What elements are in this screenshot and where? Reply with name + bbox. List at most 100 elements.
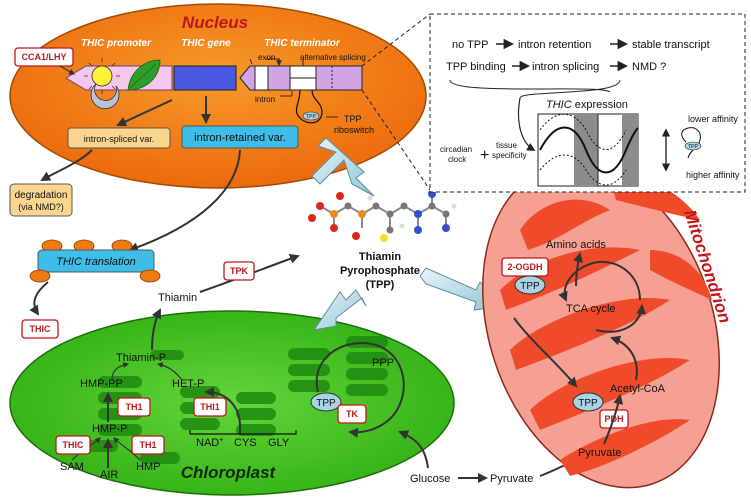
cca1-lhy-badge xyxy=(14,47,74,67)
lower-affinity: lower affinity xyxy=(688,114,738,124)
cca1-lhy-label: CCA1/LHY xyxy=(21,52,66,62)
inset-panel: no TPP intron retention stable transcrip… xyxy=(429,13,746,193)
glucose-label: Glucose xyxy=(410,473,450,485)
tpp-pdh-oval xyxy=(572,392,604,412)
translation-label: THIC translation xyxy=(56,256,135,268)
tk-badge xyxy=(337,404,367,424)
row2-b: intron splicing xyxy=(532,61,599,73)
thic-cyto-label: THIC xyxy=(30,324,51,334)
tpp-ogdh-label: TPP xyxy=(520,281,540,292)
plus-sign: + xyxy=(480,147,489,164)
nad-sup: + xyxy=(219,437,223,444)
tpp-tk-label: TPP xyxy=(316,398,336,409)
circadian-2: clock xyxy=(448,155,467,164)
sam-label: SAM xyxy=(60,461,84,473)
pyruvate-cyto-label: Pyruvate xyxy=(490,473,533,485)
tpp-line3: (TPP) xyxy=(366,279,395,291)
th1-a-badge xyxy=(117,397,151,417)
promoter-label: THIC promoter xyxy=(81,38,152,49)
ppp-label: PPP xyxy=(372,357,394,369)
tk-label: TK xyxy=(346,409,358,419)
thiamin-p-label: Thiamin-P xyxy=(116,352,166,364)
intron-label: intron xyxy=(255,95,275,104)
exon-block-1 xyxy=(254,65,269,91)
tpp-ogdh-oval xyxy=(514,275,546,295)
exon-block-3 xyxy=(289,77,317,91)
chloroplast-title: Chloroplast xyxy=(181,463,277,482)
tpp-tk-oval xyxy=(310,392,342,412)
row1-b: intron retention xyxy=(518,39,591,51)
sun-icon xyxy=(84,58,120,94)
row2-c: NMD ? xyxy=(632,61,666,73)
thic-chl-badge xyxy=(55,435,91,455)
expr-title: THIC expression xyxy=(546,99,628,111)
het-p-label: HET-P xyxy=(172,378,204,390)
panel-riboswitch-tpp: TPP xyxy=(688,144,698,150)
circadian-1: circadian xyxy=(440,145,472,154)
terminator-label: THIC terminator xyxy=(264,38,341,49)
riboswitch-label-2: riboswitch xyxy=(334,125,374,135)
tca-label: TCA cycle xyxy=(566,303,616,315)
hmp-p-label: HMP-P xyxy=(92,423,127,435)
riboswitch: TPP TPP riboswitch xyxy=(295,89,374,135)
intron-spliced-label: intron-spliced var. xyxy=(84,134,155,144)
translation-box xyxy=(37,249,155,273)
hmp-pp-label: HMP-PP xyxy=(80,378,123,390)
chloroplast: Chloroplast Thiamin-P HMP-PP HET-P HMP-P… xyxy=(9,310,455,496)
ribosome-icon xyxy=(139,269,161,283)
expr-title-rest: expression xyxy=(572,99,628,111)
degradation-line2: (via NMD?) xyxy=(18,202,64,212)
moon-icon xyxy=(90,83,120,110)
tpk-badge xyxy=(223,261,255,281)
amino-acids-label: Amino acids xyxy=(546,239,606,251)
nad-label: NAD+ xyxy=(196,437,223,449)
th1-b-badge xyxy=(131,435,165,455)
tpp-line2: Pyrophosphate xyxy=(340,265,420,277)
expression-chart xyxy=(537,113,639,187)
acetyl-coa-label: Acetyl-CoA xyxy=(610,383,666,395)
exon-label: exon xyxy=(258,53,275,62)
panel-riboswitch: TPP xyxy=(681,127,702,159)
expr-title-italic: THIC xyxy=(546,99,572,111)
ribosome-icon xyxy=(29,269,51,283)
air-label: AIR xyxy=(100,469,118,481)
intron-retained-label: intron-retained var. xyxy=(194,132,286,144)
tissue-1: tissue xyxy=(496,141,517,150)
thiamin-label: Thiamin xyxy=(158,292,197,304)
degradation-box xyxy=(9,183,73,217)
riboswitch-tpp-tag: TPP xyxy=(306,114,316,120)
gene-label: THIC gene xyxy=(181,38,231,49)
th1-a-label: TH1 xyxy=(125,402,142,412)
tpp-line1: Thiamin xyxy=(359,251,401,263)
mitochondrion: Mitochondrion Amino acids 2-OGDH TPP TCA… xyxy=(482,163,735,489)
thic-chl-label: THIC xyxy=(63,440,84,450)
nad-text: NAD xyxy=(196,437,219,449)
higher-affinity: higher affinity xyxy=(686,170,740,180)
nucleus-title: Nucleus xyxy=(182,13,248,32)
nucleus: Nucleus THIC promoter THIC gene THIC ter… xyxy=(9,3,427,189)
exon-block-2 xyxy=(289,65,317,79)
translation: THIC translation xyxy=(29,239,161,283)
intron-retained-box xyxy=(181,125,299,149)
ogdh-label: 2-OGDH xyxy=(507,262,542,272)
row1-c: stable transcript xyxy=(632,39,710,51)
tpk-label: TPK xyxy=(230,266,249,276)
tpp-pdh-label: TPP xyxy=(578,398,598,409)
riboswitch-label-1: TPP xyxy=(344,114,362,124)
hmp-label: HMP xyxy=(136,461,160,473)
tissue-2: specificity xyxy=(492,151,527,160)
alt-splicing-label: alternative splicing xyxy=(300,53,366,62)
intron-spliced-box xyxy=(67,127,171,149)
gene-box xyxy=(173,65,237,91)
row1-a: no TPP xyxy=(452,39,489,51)
th1-b-label: TH1 xyxy=(139,440,156,450)
pyruvate-mito-label: Pyruvate xyxy=(578,447,621,459)
degradation-line1: degradation xyxy=(15,190,68,201)
thi1-label: THI1 xyxy=(200,402,220,412)
gly-label: GLY xyxy=(268,437,290,449)
thic-cyto-badge xyxy=(21,319,59,339)
promoter-label-text: THIC promoter xyxy=(81,38,152,49)
row2-a: TPP binding xyxy=(446,61,506,73)
cys-label: CYS xyxy=(234,437,257,449)
